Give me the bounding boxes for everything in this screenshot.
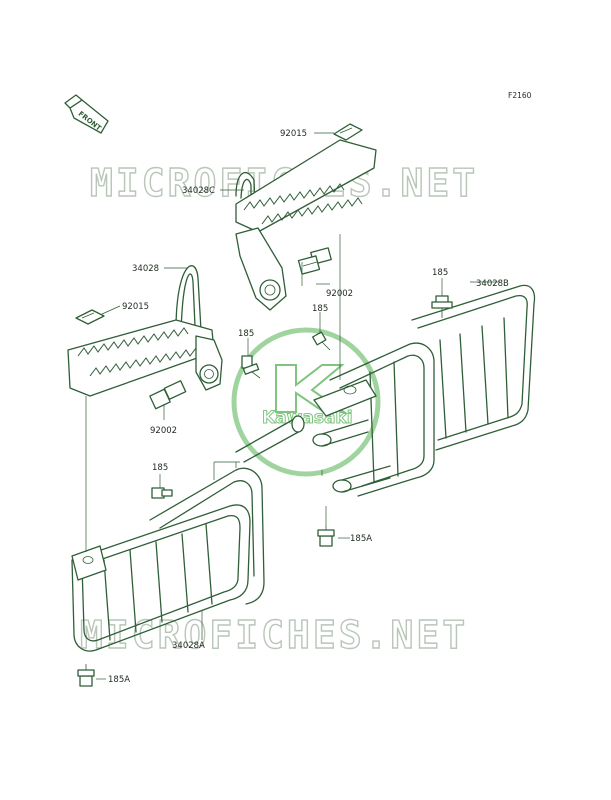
footrest-34028 <box>67 265 223 397</box>
callout-185A-bottom: 185A <box>108 675 130 685</box>
bolt-92002-right <box>297 247 332 275</box>
bolt-185-mid-right <box>312 331 331 351</box>
bolt-92002-left <box>149 380 187 410</box>
callout-92015-top: 92015 <box>280 129 307 139</box>
callout-34028B: 34028B <box>476 279 509 289</box>
callout-185-center: 185 <box>238 329 254 339</box>
callout-92002-left: 92002 <box>150 426 177 436</box>
callout-92015-left: 92015 <box>122 302 149 312</box>
callout-185-left: 185 <box>152 463 168 473</box>
bolt-185-center <box>241 355 261 379</box>
bolt-185-left <box>151 487 173 499</box>
callout-185-top-right: 185 <box>432 268 448 278</box>
figure-code: F2160 <box>508 91 532 100</box>
callout-34028: 34028 <box>132 264 159 274</box>
leader-lines <box>85 132 500 680</box>
callout-185-mid-right: 185 <box>312 304 328 314</box>
front-arrow-icon: FRONT <box>64 94 109 134</box>
bolt-185A-right <box>317 526 335 547</box>
callout-185A-right: 185A <box>350 534 372 544</box>
bolt-185-top-right <box>431 295 453 318</box>
guard-34028B <box>312 284 536 497</box>
bolt-185A-bottom <box>77 664 95 687</box>
callout-34028C: 34028C <box>182 186 215 196</box>
callout-34028A: 34028A <box>172 641 205 651</box>
guard-34028A <box>71 415 305 652</box>
footrest-34028C <box>235 123 377 311</box>
watermark-bottom: MICROFICHES.NET <box>80 613 468 657</box>
callout-92002-right: 92002 <box>326 289 353 299</box>
